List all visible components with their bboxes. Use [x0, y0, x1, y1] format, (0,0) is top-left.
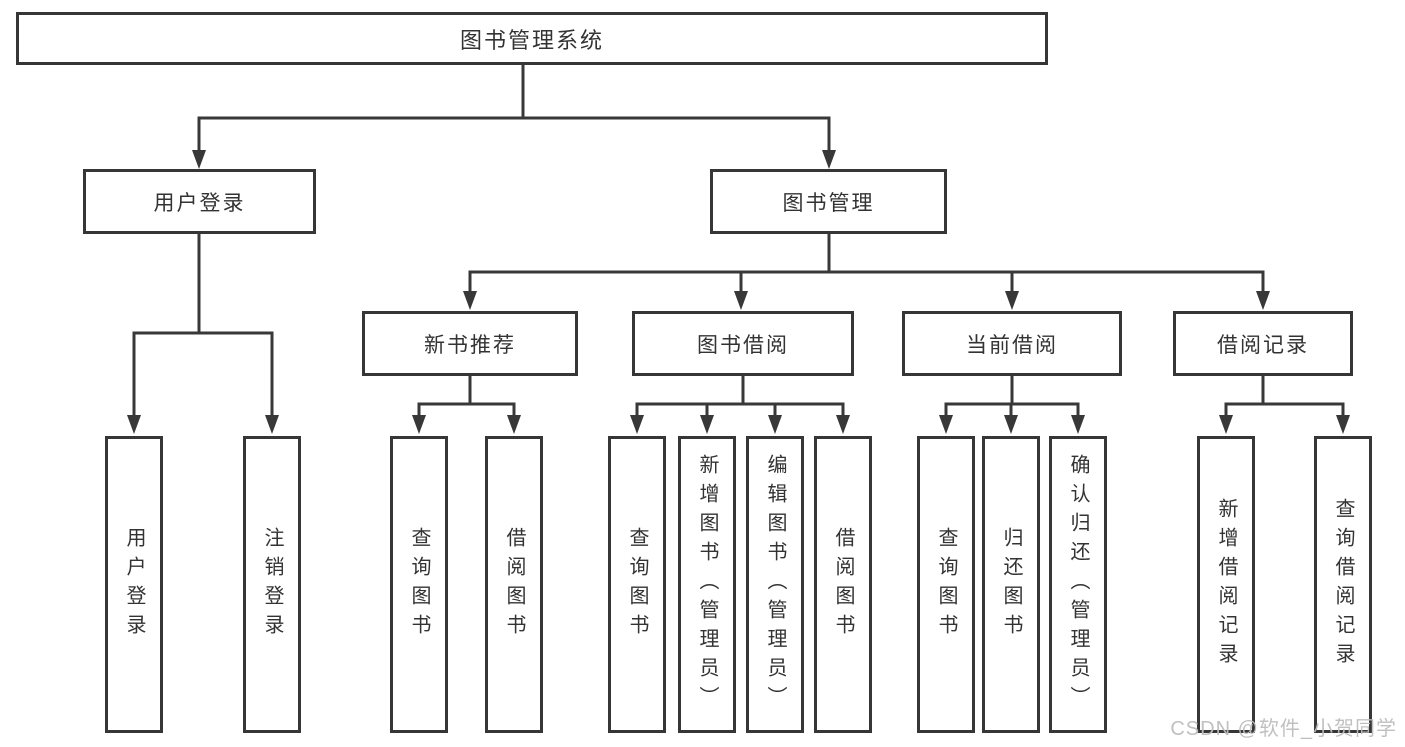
arrowhead-icon [192, 150, 836, 169]
node-user-login: 用户登录 [83, 169, 316, 234]
leaf-return-books: 归还图书 [982, 436, 1040, 733]
node-library-management-system: 图书管理系统 [16, 12, 1048, 65]
node-book-borrow: 图书借阅 [632, 311, 854, 376]
arrowhead-icon [127, 415, 279, 434]
arrowhead-icon [463, 291, 1270, 310]
leaf-label: 查询图书 [935, 526, 957, 643]
leaf-query-borrow-record: 查询借阅记录 [1314, 436, 1372, 733]
leaf-label: 编辑图书（管理员） [764, 454, 786, 715]
leaf-recommend-query-books: 查询图书 [390, 436, 448, 733]
arrowhead-icon [1219, 415, 1350, 434]
leaf-label: 查询图书 [408, 526, 430, 643]
leaf-borrow-borrow-books: 借阅图书 [814, 436, 872, 733]
arrowhead-icon [412, 415, 521, 434]
leaf-label: 归还图书 [1000, 526, 1022, 643]
leaf-label: 借阅图书 [503, 526, 525, 643]
leaf-user-login: 用户登录 [105, 436, 163, 733]
arrowhead-icon [630, 415, 850, 434]
leaf-label: 新增图书（管理员） [696, 454, 718, 715]
node-new-book-recommend: 新书推荐 [362, 311, 578, 376]
node-label: 新书推荐 [424, 333, 516, 357]
connector-book-management-children [463, 234, 1270, 310]
node-book-management: 图书管理 [710, 169, 947, 234]
leaf-confirm-return-admin: 确认归还（管理员） [1049, 436, 1107, 733]
csdn-watermark: CSDN @软件_小贺同学 [1170, 718, 1397, 740]
leaf-current-query-books: 查询图书 [917, 436, 975, 733]
connector-user-login-children [127, 234, 279, 434]
leaf-logout-login: 注销登录 [243, 436, 301, 733]
arrowhead-icon [939, 415, 1085, 434]
leaf-label: 确认归还（管理员） [1067, 454, 1089, 715]
node-current-borrow: 当前借阅 [902, 311, 1122, 376]
node-label: 图书管理系统 [459, 27, 604, 53]
node-label: 图书管理 [782, 191, 875, 215]
connector-borrow-records-children [1219, 376, 1350, 434]
leaf-add-borrow-record: 新增借阅记录 [1197, 436, 1255, 733]
connector-current-borrow-children [939, 376, 1085, 434]
leaf-recommend-borrow-books: 借阅图书 [485, 436, 543, 733]
leaf-label: 新增借阅记录 [1215, 497, 1237, 672]
node-label: 用户登录 [153, 191, 246, 215]
leaf-borrow-query-books: 查询图书 [608, 436, 666, 733]
node-label: 当前借阅 [966, 333, 1058, 357]
node-label: 图书借阅 [697, 333, 789, 357]
node-label: 借阅记录 [1217, 333, 1309, 357]
leaf-label: 注销登录 [261, 526, 283, 643]
connector-recommend-children [412, 376, 521, 434]
leaf-edit-book-admin: 编辑图书（管理员） [746, 436, 804, 733]
connector-book-borrow-children [630, 376, 850, 434]
leaf-label: 查询图书 [626, 526, 648, 643]
leaf-add-book-admin: 新增图书（管理员） [678, 436, 736, 733]
leaf-label: 用户登录 [123, 526, 145, 643]
node-borrow-records: 借阅记录 [1173, 311, 1353, 376]
leaf-label: 借阅图书 [832, 526, 854, 643]
connector-root-to-level2 [192, 65, 836, 169]
leaf-label: 查询借阅记录 [1332, 497, 1354, 672]
